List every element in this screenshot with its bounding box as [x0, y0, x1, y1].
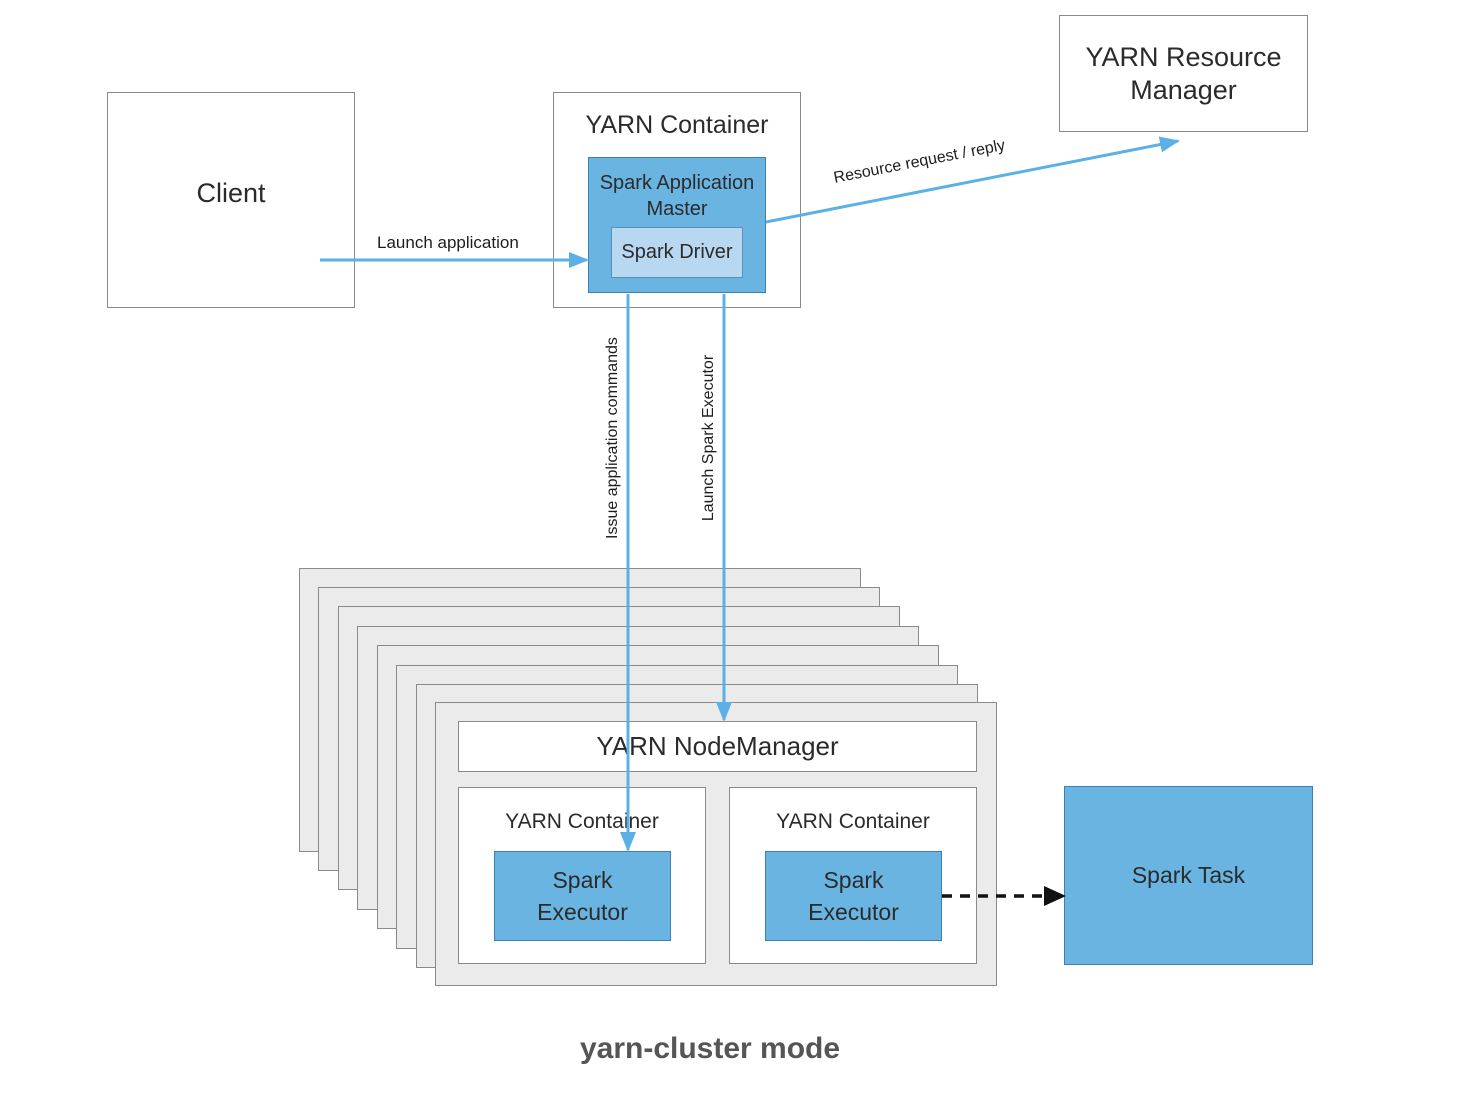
resource-request-arrow [765, 136, 1180, 224]
spark-executor-left: Spark Executor [494, 851, 671, 941]
client-label: Client [196, 177, 266, 208]
yarn-container-left-label: YARN Container [505, 810, 659, 833]
spark-task-label: Spark Task [1131, 862, 1246, 888]
spark-executor-left-line1: Spark [552, 867, 613, 893]
spark-task: Spark Task [1064, 786, 1313, 965]
launch-application-label: Launch application [377, 233, 519, 252]
yarn-container-app-label: YARN Container [585, 111, 769, 139]
resource-manager-line2: Manager [1130, 74, 1237, 105]
client-box: Client [107, 92, 355, 308]
spark-driver-label: Spark Driver [621, 241, 733, 263]
diagram-caption: yarn-cluster mode [579, 1032, 841, 1065]
launch-executor-label: Launch Spark Executor [700, 354, 717, 522]
resource-manager-line1: YARN Resource [1085, 41, 1282, 72]
spark-executor-right-line2: Executor [808, 899, 899, 925]
app-master-line1: Spark Application [599, 172, 755, 194]
issue-commands-label: Issue application commands [604, 337, 621, 539]
yarn-container-right-label: YARN Container [776, 810, 930, 833]
spark-executor-right: Spark Executor [765, 851, 942, 941]
spark-executor-left-line2: Executor [537, 899, 628, 925]
spark-driver: Spark Driver [611, 227, 743, 278]
app-master-line2: Master [646, 198, 708, 220]
yarn-resource-manager: YARN Resource Manager [1059, 15, 1308, 132]
yarn-nodemanager-label: YARN NodeManager [596, 731, 839, 761]
spark-executor-right-line1: Spark [823, 867, 884, 893]
